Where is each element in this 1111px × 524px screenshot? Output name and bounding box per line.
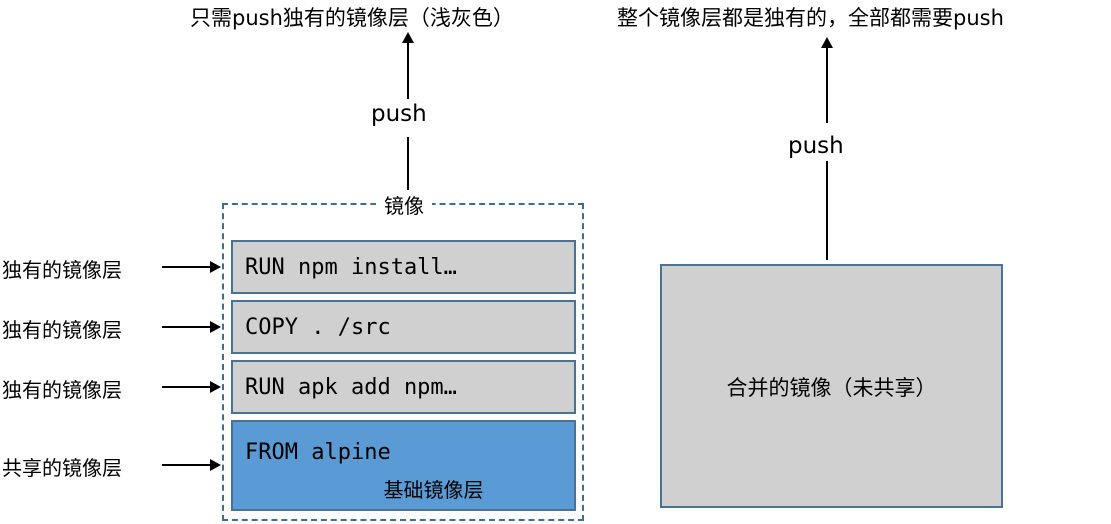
annotation-arrow-head-1-icon [210,321,221,333]
layer-box-from-alpine: FROM alpine 基础镜像层 [231,420,576,511]
push-arrow-stem-left-lower [407,137,409,192]
annotation-arrow-line-0 [162,266,212,268]
push-arrow-head-left-icon [402,32,414,43]
annotation-label-0: 独有的镜像层 [2,258,122,282]
merged-image-box: 合并的镜像（未共享） [660,264,1003,508]
annotation-arrow-line-2 [162,386,212,388]
annotation-arrow-head-3-icon [210,459,221,471]
annotation-arrow-head-0-icon [210,261,221,273]
annotation-arrow-line-3 [162,464,212,466]
layer-box-copy-src: COPY . /src [231,300,576,354]
layer-sublabel-base-image: 基础镜像层 [383,478,484,502]
push-label-left: push [371,101,427,127]
annotation-label-2: 独有的镜像层 [2,378,122,402]
layer-box-run-apk-add-npm: RUN apk add npm… [231,360,576,414]
layer-command-0: RUN npm install… [245,255,457,280]
layer-command-2: RUN apk add npm… [245,375,457,400]
push-arrow-head-right-icon [821,37,833,48]
push-arrow-stem-right-lower [826,161,828,260]
left-diagram-title: 只需push独有的镜像层（浅灰色） [190,6,514,30]
annotation-label-1: 独有的镜像层 [2,318,122,342]
image-container-label: 镜像 [376,190,432,219]
layer-command-1: COPY . /src [245,315,391,340]
annotation-arrow-head-2-icon [210,381,221,393]
right-diagram-title: 整个镜像层都是独有的，全部都需要push [617,6,1004,30]
annotation-label-3: 共享的镜像层 [2,456,122,480]
push-arrow-stem-right-upper [826,47,828,123]
layer-command-3: FROM alpine [245,440,391,465]
layer-box-run-npm-install: RUN npm install… [231,240,576,294]
push-arrow-stem-left-upper [407,42,409,99]
push-label-right: push [788,133,844,159]
merged-image-label: 合并的镜像（未共享） [726,376,937,400]
annotation-arrow-line-1 [162,326,212,328]
